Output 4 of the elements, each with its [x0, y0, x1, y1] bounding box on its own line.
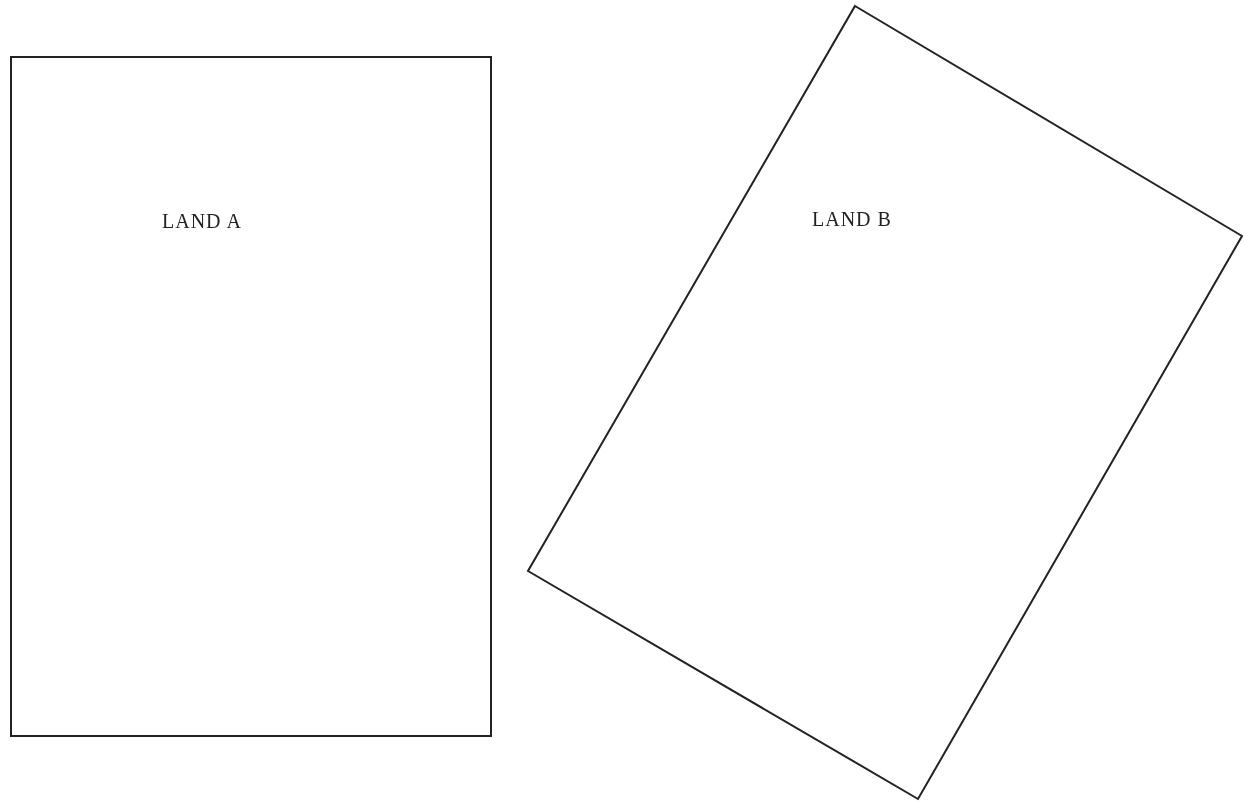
parcel-label: LAND B: [812, 208, 892, 231]
land-parcel: [527, 5, 1243, 800]
parcel-label: LAND A: [162, 210, 242, 233]
land-parcel: [10, 56, 492, 737]
